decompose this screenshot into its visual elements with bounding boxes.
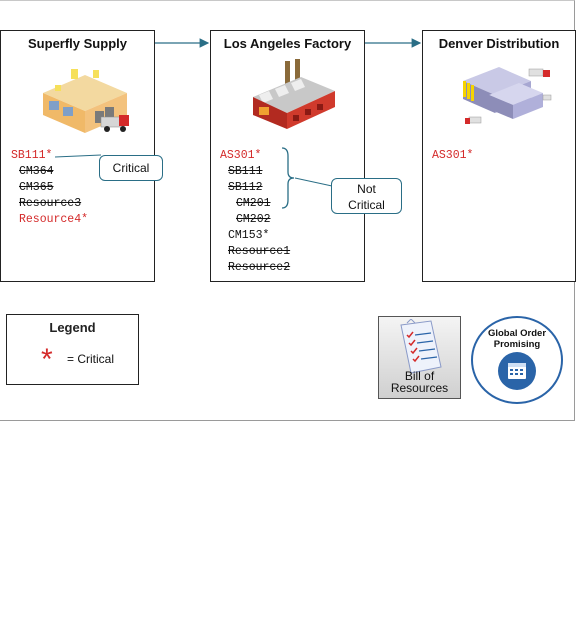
legend-critical-label: = Critical	[67, 352, 115, 366]
component-cm153: CM153*	[228, 229, 270, 242]
node-title: Denver Distribution	[438, 36, 560, 51]
component-cm201: CM201	[236, 197, 271, 210]
component-cm202: CM202	[236, 213, 271, 226]
legend-title: Legend	[49, 320, 96, 335]
global-order-promising-text: Global Order Promising	[487, 328, 547, 350]
callout-not-critical-text: Not Critical	[348, 182, 385, 212]
bill-of-resources-text: Bill of Resources	[390, 369, 449, 395]
global-order-promising-label: Global Order Promising	[471, 328, 563, 350]
bill-of-resources-tile: Bill of Resources	[378, 316, 461, 399]
critical-star-icon: *	[41, 343, 53, 376]
distribution-center-icon	[463, 67, 552, 124]
flow-arrows	[155, 38, 422, 48]
callout-not-critical: Not Critical	[331, 178, 402, 214]
component-cm364: CM364	[19, 165, 54, 178]
component-cm365: CM365	[19, 181, 54, 194]
resource-2: Resource2	[228, 261, 291, 274]
checklist-icon	[400, 319, 442, 374]
global-order-promising-badge: Global Order Promising	[471, 316, 563, 404]
component-sb112: SB112	[228, 181, 263, 194]
warehouse-icon	[43, 69, 129, 133]
component-sb111: SB111	[228, 165, 263, 178]
component-sb111: SB111*	[11, 149, 53, 162]
legend: Legend * = Critical	[6, 314, 139, 385]
resource-1: Resource1	[228, 245, 291, 258]
resource-3: Resource3	[19, 197, 82, 210]
node-title: Los Angeles Factory	[223, 36, 352, 51]
callout-critical-pointer	[55, 154, 102, 158]
node-title: Superfly Supply	[28, 36, 127, 51]
calendar-icon	[498, 352, 536, 390]
resource-4: Resource4*	[19, 213, 89, 226]
node-denver-distribution: Denver Distribution AS301*	[422, 30, 576, 282]
bill-of-resources-label: Bill of Resources	[379, 370, 460, 394]
factory-icon	[253, 59, 335, 129]
brace-not-critical	[281, 147, 333, 209]
callout-critical: Critical	[99, 155, 163, 181]
assembly-as301: AS301*	[432, 149, 474, 162]
assembly-as301: AS301*	[220, 149, 262, 162]
